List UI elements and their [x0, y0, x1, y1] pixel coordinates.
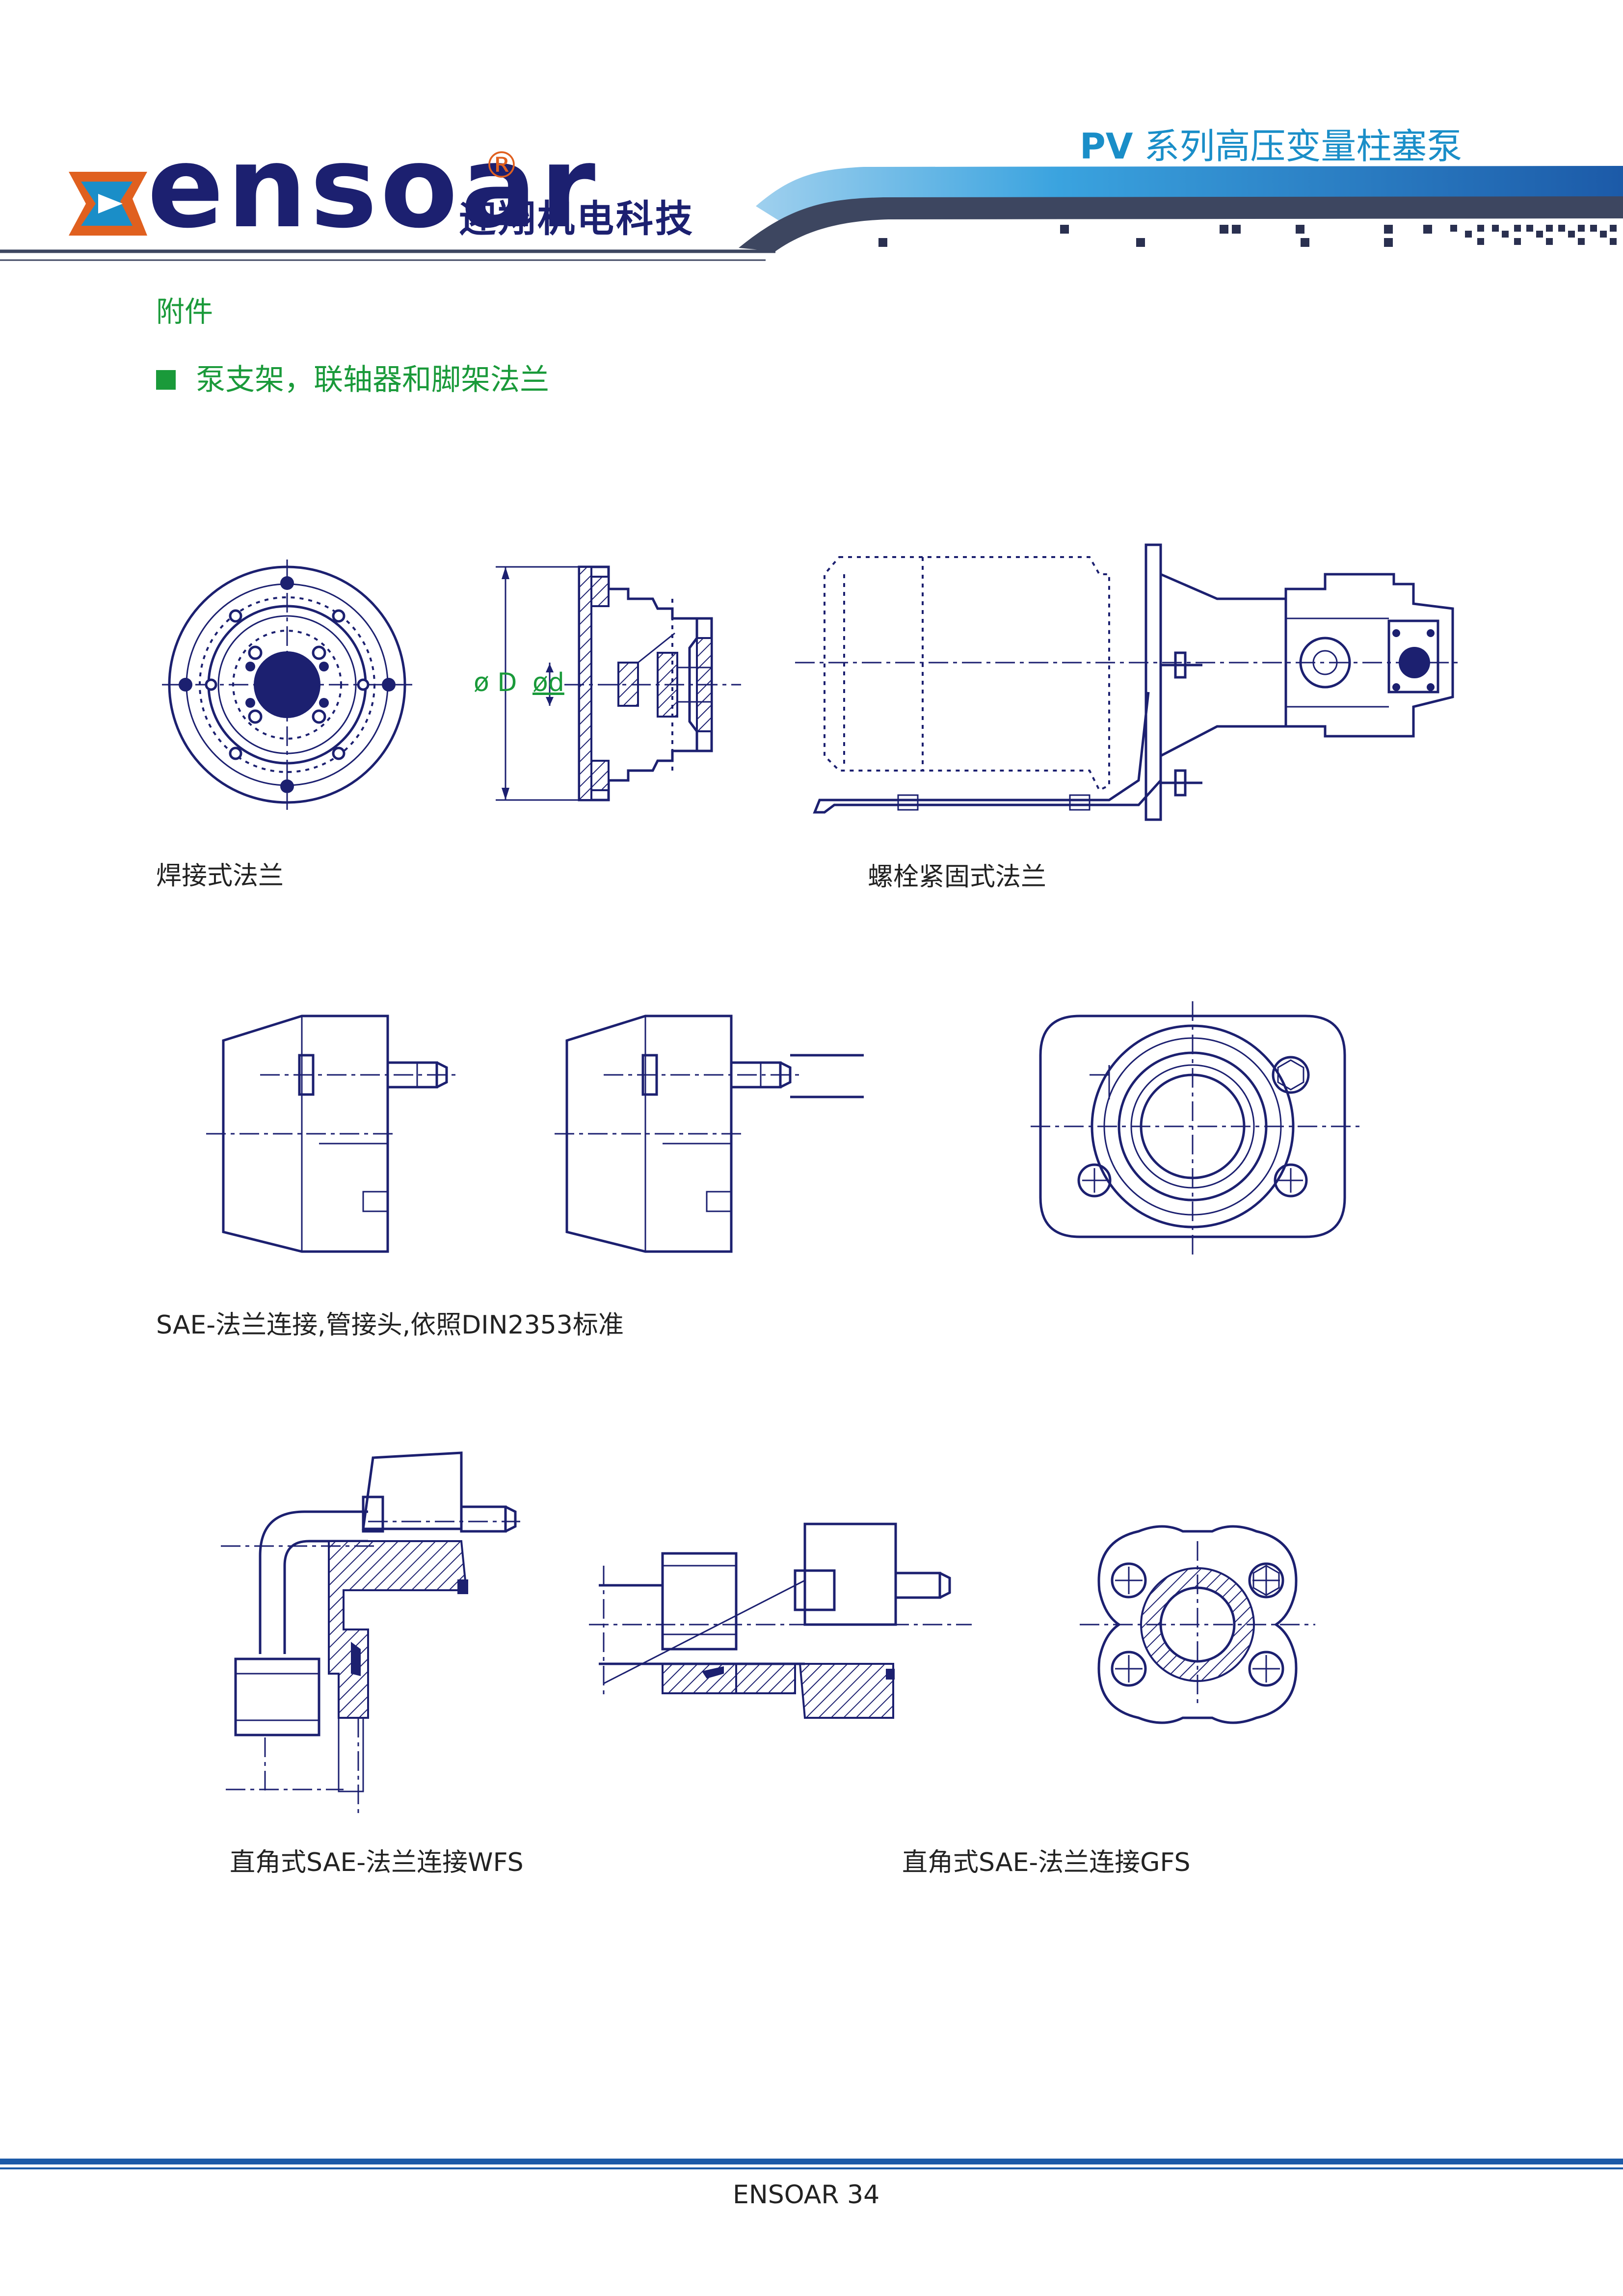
- company-name: 迎翔机电科技: [459, 197, 694, 240]
- caption-welded-flange: 焊接式法兰: [156, 861, 284, 891]
- bullet-square-icon: [156, 370, 176, 390]
- series-prefix: PV: [1080, 126, 1133, 167]
- logo-icon: [69, 172, 147, 236]
- dimension-label-D: ø D: [474, 668, 517, 697]
- gfs-inline-connection-drawing: [589, 1522, 972, 1719]
- caption-gfs: 直角式SAE-法兰连接GFS: [902, 1848, 1191, 1877]
- footer-page-number: 34: [847, 2180, 880, 2210]
- sae-flange-connector-drawing-1: [206, 1015, 456, 1253]
- series-title: PV 系列高压变量柱塞泵: [1080, 129, 1462, 164]
- welded-flange-front-drawing: [162, 560, 412, 810]
- section-title: 附件: [156, 295, 213, 328]
- caption-bolted-flange: 螺栓紧固式法兰: [868, 862, 1047, 892]
- series-name: 系列高压变量柱塞泵: [1144, 126, 1463, 167]
- sae-flange-front-drawing: [1031, 1001, 1364, 1256]
- bolted-flange-assembly-drawing: [795, 543, 1463, 821]
- footer-rule-top: [0, 2159, 1623, 2164]
- sae-flange-connector-drawing-2: [555, 1015, 864, 1253]
- caption-sae-pipe-connection: SAE-法兰连接,管接头,依照DIN2353标准: [156, 1310, 624, 1340]
- dimension-label-d: ød: [532, 668, 564, 697]
- wfs-elbow-connection-drawing: [221, 1451, 520, 1816]
- footer-page-label: ENSOAR 34: [733, 2182, 879, 2208]
- section-subtitle-row: 泵支架，联轴器和脚架法兰: [156, 365, 549, 395]
- footer-brand: ENSOAR: [733, 2180, 839, 2210]
- section-subtitle: 泵支架，联轴器和脚架法兰: [196, 363, 550, 397]
- registered-mark: ®: [483, 144, 520, 187]
- logo-wordmark: ensoar: [147, 122, 599, 253]
- header-swoosh: [0, 166, 1623, 261]
- welded-flange-side-drawing: [496, 565, 741, 801]
- caption-wfs: 直角式SAE-法兰连接WFS: [230, 1848, 524, 1877]
- gfs-flange-front-drawing: [1080, 1525, 1315, 1724]
- footer-rule-bottom: [0, 2167, 1623, 2169]
